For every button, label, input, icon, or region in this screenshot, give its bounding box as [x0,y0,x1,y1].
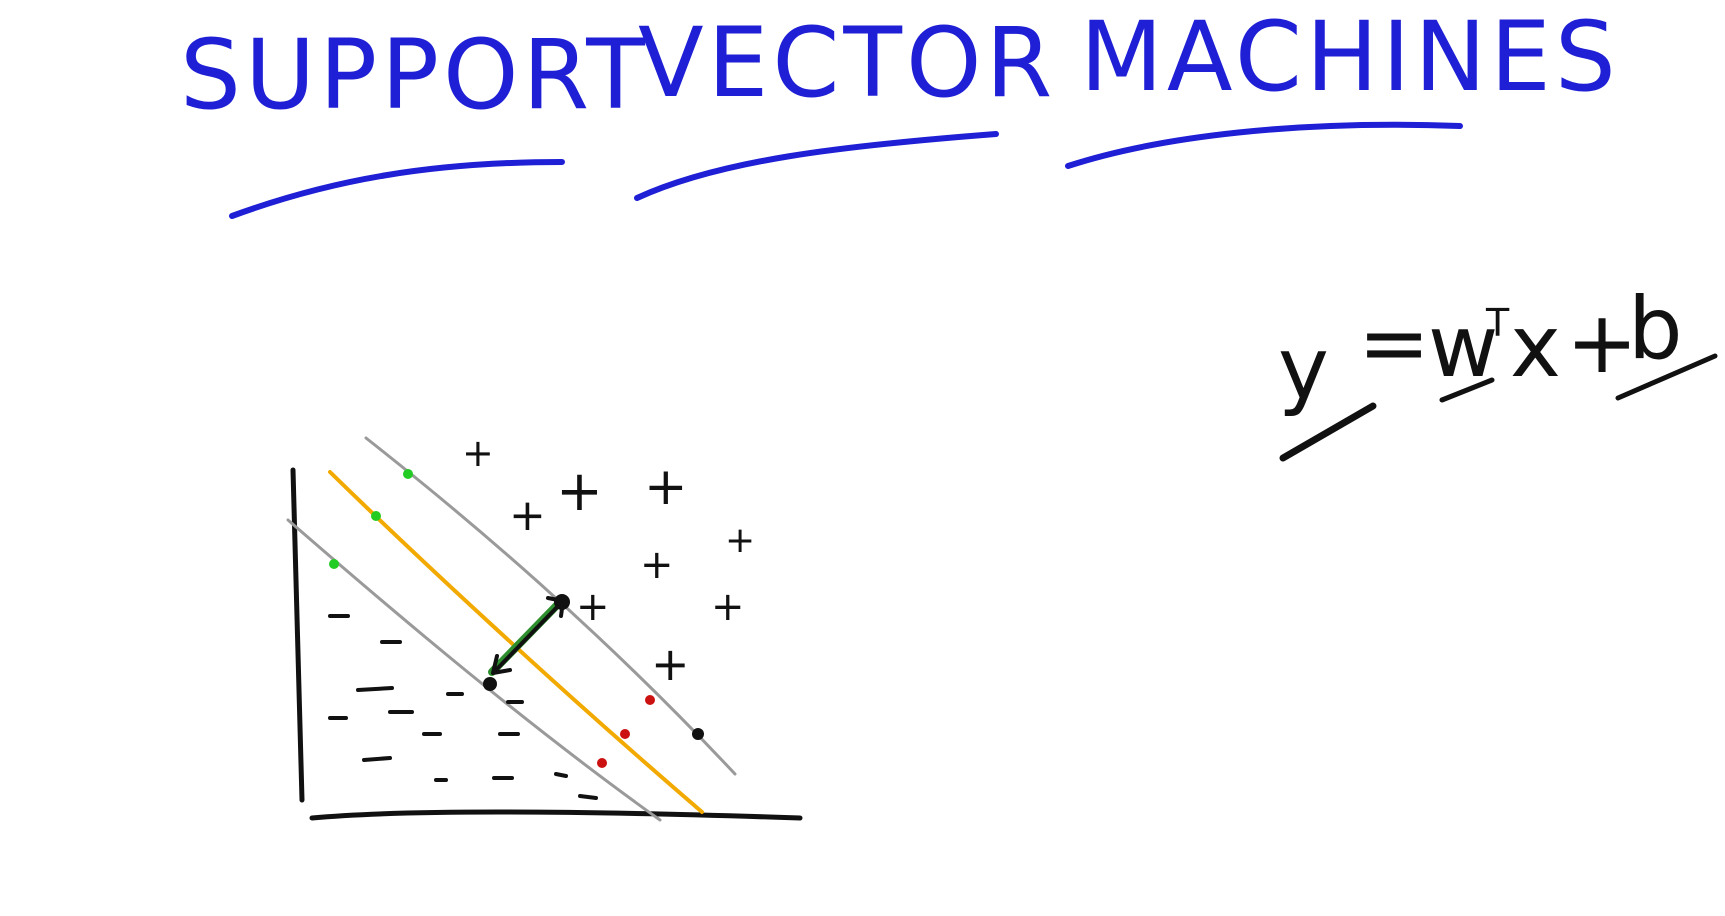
support-marker-negative-margin [329,559,339,569]
equation-underline-b [1615,353,1718,401]
title-underline-vector [634,131,999,201]
positive-samples: + + + + + + + + + [462,431,755,691]
svm-diagram: + + + + + + + + + [286,431,803,822]
positive-sample: + [640,542,674,588]
positive-sample: + [462,431,494,475]
negative-sample [356,686,394,692]
positive-sample: + [651,637,690,691]
positive-sample: + [644,457,688,517]
margin-vector [492,600,564,674]
title-word-vector: VECTOR [638,7,1056,119]
negative-sample [578,794,598,800]
support-marker-boundary [371,511,381,521]
title: SUPPORT VECTOR MACHINES [180,1,1620,219]
positive-sample: + [725,520,755,561]
stray-point [692,728,704,740]
positive-sample: + [556,459,603,524]
support-marker-positive-margin-red [645,695,655,705]
title-word-machines: MACHINES [1080,1,1620,113]
equation-equals: = [1358,293,1430,393]
title-word-support: SUPPORT [180,19,649,131]
equation-transpose-t: T [1485,301,1510,345]
positive-sample: + [576,584,610,630]
support-marker-positive-margin [403,469,413,479]
support-vector-positive [554,594,570,610]
support-marker-boundary-red [620,729,630,739]
positive-sample: + [509,490,546,541]
positive-sample: + [711,584,745,630]
equation: y = w T x + b [1278,279,1718,462]
negative-samples [328,614,598,800]
title-underline-machines [1065,121,1463,169]
y-axis [290,467,305,803]
equation-underline-y [1279,402,1377,462]
margin-line-negative [286,518,662,822]
support-marker-negative-margin-red [597,758,607,768]
equation-underline-w [1439,377,1495,403]
equation-lhs-y: y [1278,319,1329,419]
decision-boundary [328,470,704,814]
margin-vector-arrowhead-bottom [491,654,512,675]
equation-bias-b: b [1628,279,1683,379]
equation-variable-x: x [1510,297,1561,397]
x-axis [309,809,803,821]
negative-sample [554,772,568,778]
support-vector-negative [483,677,497,691]
title-underline-support [229,159,565,219]
negative-sample [362,756,392,762]
equation-plus: + [1566,293,1638,393]
